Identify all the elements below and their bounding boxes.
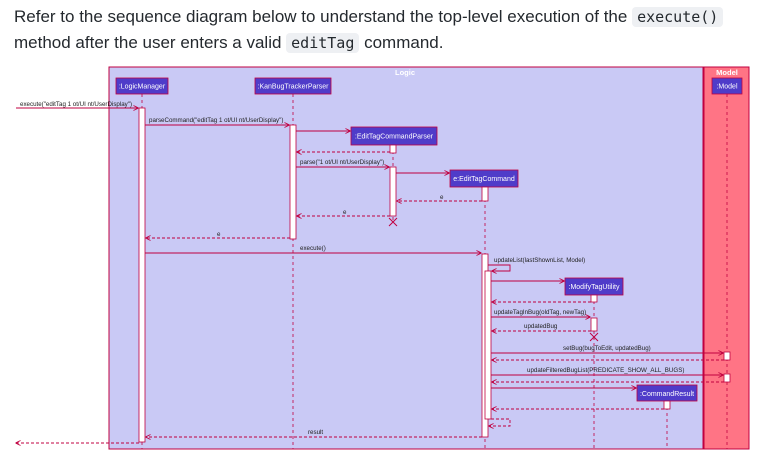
participant-command-result: :CommandResult bbox=[640, 391, 694, 398]
activation-modify-tag-utility-2 bbox=[590, 317, 598, 332]
activation-model-2 bbox=[723, 373, 731, 383]
participant-box-parser bbox=[254, 77, 332, 95]
activation-edit-tag-parser-2 bbox=[389, 166, 397, 217]
label-update-tag-in-bug: updateTagInBug(oldTag, newTag) bbox=[494, 309, 586, 316]
participant-logic-manager: :LogicManager bbox=[119, 84, 166, 91]
participant-box-logic-manager bbox=[115, 77, 169, 95]
activation-command-result bbox=[663, 400, 671, 410]
intro-text-2: method after the user enters a valid bbox=[14, 33, 287, 52]
label-update-filtered: updateFilteredBugList(PREDICATE_SHOW_ALL… bbox=[527, 367, 684, 374]
activation-modify-tag-utility-1 bbox=[590, 294, 598, 303]
intro-code-edittag: editTag bbox=[286, 33, 360, 53]
activation-edit-tag-command-1 bbox=[481, 186, 489, 202]
logic-frame bbox=[108, 66, 704, 450]
intro-paragraph: Refer to the sequence diagram below to u… bbox=[14, 4, 754, 56]
destroy-modify-tag-utility bbox=[589, 332, 599, 342]
intro-text-3: command. bbox=[359, 33, 444, 52]
participant-parser: :KanBugTrackerParser bbox=[258, 84, 330, 91]
label-execute-call: execute("editTag 1 ot/UI nt/UserDisplay"… bbox=[20, 101, 132, 108]
label-return-e-1: e bbox=[440, 194, 444, 201]
label-return-e-3: e bbox=[217, 231, 221, 238]
label-result: result bbox=[308, 429, 323, 436]
activation-parser bbox=[289, 124, 297, 240]
activation-logic-manager bbox=[138, 107, 146, 443]
label-parse-command: parseCommand("editTag 1 ot/UI nt/UserDis… bbox=[149, 117, 283, 124]
logic-frame-title: Logic bbox=[395, 68, 415, 77]
participant-edit-tag-parser: :EditTagCommandParser bbox=[355, 134, 434, 141]
model-frame-title: Model bbox=[716, 68, 738, 77]
label-parse: parse("1 ot/UI nt/UserDisplay") bbox=[300, 159, 384, 166]
activation-model-1 bbox=[723, 351, 731, 361]
return-update-list-self bbox=[489, 418, 511, 426]
participant-edit-tag-command: e:EditTagCommand bbox=[453, 176, 515, 183]
label-updated-bug: updatedBug bbox=[524, 323, 558, 330]
destroy-edit-tag-parser bbox=[388, 217, 398, 227]
label-set-bug: setBug(bugToEdit, updatedBug) bbox=[563, 345, 651, 352]
label-execute: execute() bbox=[300, 245, 326, 252]
participant-model: :Model bbox=[716, 84, 737, 91]
label-return-e-2: e bbox=[343, 209, 347, 216]
model-frame bbox=[703, 66, 750, 450]
participant-modify-tag-utility: :ModifyTagUtility bbox=[569, 284, 620, 291]
intro-code-execute: execute() bbox=[632, 7, 724, 27]
activation-edit-tag-command-3 bbox=[484, 270, 492, 420]
intro-text-1: Refer to the sequence diagram below to u… bbox=[14, 7, 633, 26]
participant-box-model bbox=[711, 77, 743, 95]
arrow-update-list bbox=[488, 264, 511, 271]
activation-edit-tag-parser-1 bbox=[389, 144, 397, 154]
label-update-list: updateList(lastShownList, Model) bbox=[494, 257, 585, 264]
